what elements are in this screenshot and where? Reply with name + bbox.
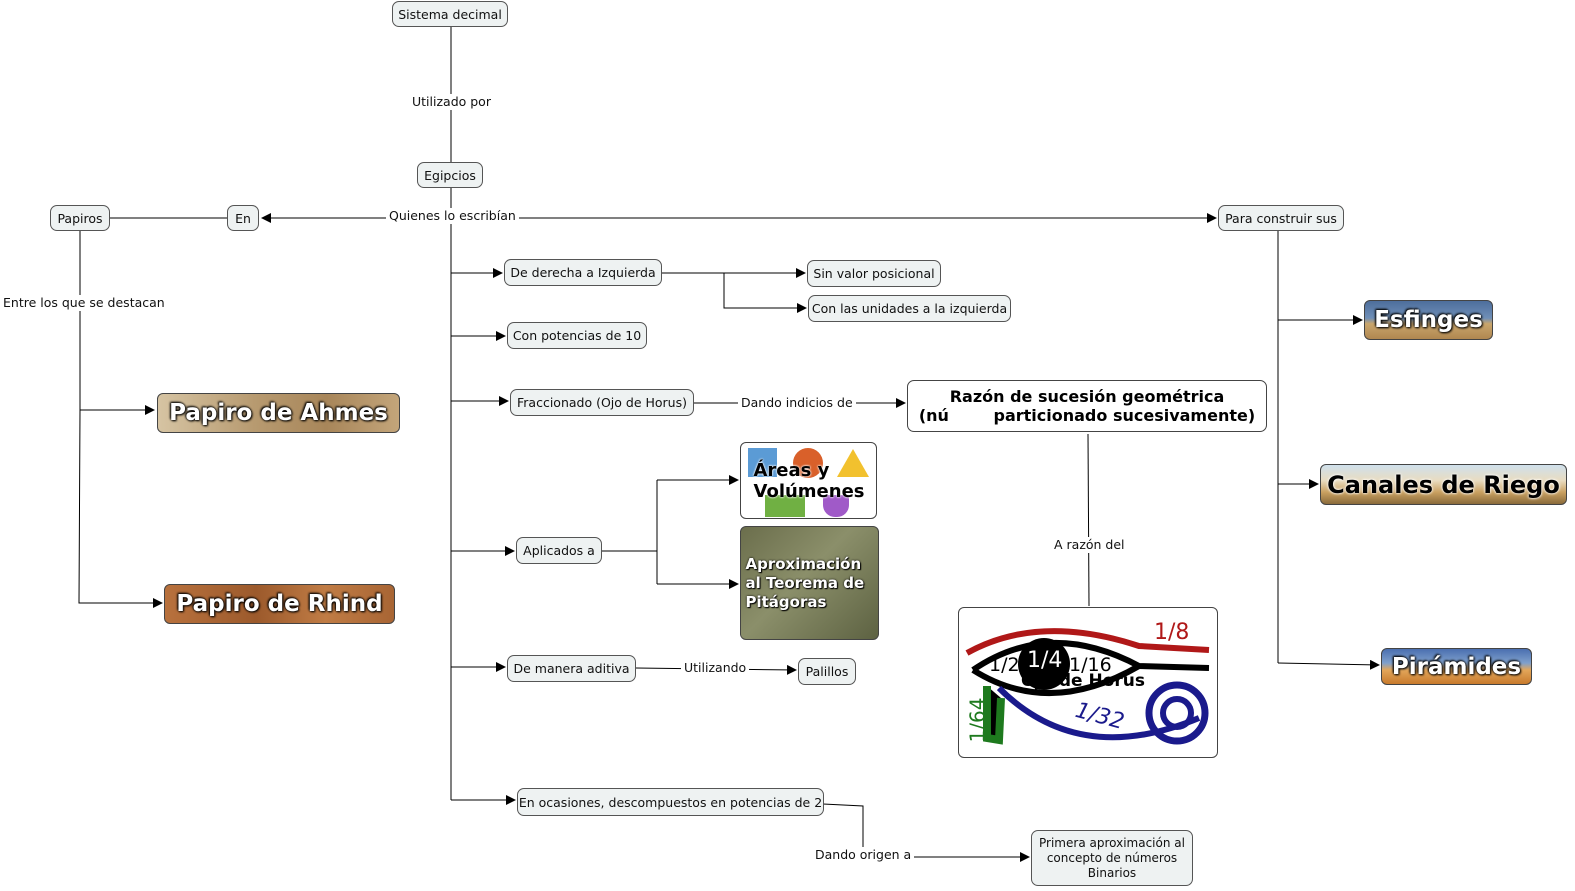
link-label-destacan: Entre los que se destacan (0, 295, 168, 311)
triangle-shape-icon (837, 449, 869, 477)
razon-line-1: Razón de sucesión geométrica (949, 387, 1225, 406)
node-para-construir[interactable]: Para construir sus (1218, 205, 1344, 231)
node-papiro-rhind[interactable]: Papiro de Rhind (164, 584, 395, 624)
node-aplicados[interactable]: Aplicados a (516, 537, 602, 564)
areas-label: Áreas y Volúmenes (753, 459, 865, 502)
node-piramides[interactable]: Pirámides (1381, 648, 1532, 685)
node-sistema-decimal[interactable]: Sistema decimal (392, 1, 508, 27)
link-label-dando-indicios: Dando indicios de (738, 395, 856, 411)
node-egipcios[interactable]: Egipcios (417, 162, 483, 188)
circle-shape-icon (793, 448, 823, 478)
node-papiro-ahmes[interactable]: Papiro de Ahmes (157, 393, 400, 433)
node-binarios[interactable]: Primera aproximación al concepto de núme… (1031, 830, 1193, 886)
node-canales-riego[interactable]: Canales de Riego (1320, 464, 1567, 505)
horus-label: Ojo de Horus (1021, 671, 1146, 691)
horus-fraction-1-2: 1/2 (989, 654, 1020, 676)
eye-of-horus-icon (965, 628, 1210, 745)
node-potencias-10[interactable]: Con potencias de 10 (507, 322, 647, 349)
link-label-quienes: Quienes lo escribían (386, 208, 519, 224)
node-ojo-horus[interactable]: 1/2 1/4 1/8 1/16 1/32 1/64 Ojo de Horus (958, 607, 1218, 758)
node-papiros[interactable]: Papiros (50, 205, 110, 231)
link-label-utilizado-por: Utilizado por (409, 94, 494, 110)
horus-fraction-1-4: 1/4 (1027, 648, 1063, 673)
node-fraccionado[interactable]: Fraccionado (Ojo de Horus) (510, 389, 694, 416)
pitagoras-label: Aproximación al Teorema de Pitágoras (745, 554, 865, 611)
node-en[interactable]: En (227, 205, 259, 231)
link-label-dando-origen: Dando origen a (812, 847, 915, 863)
node-aditiva[interactable]: De manera aditiva (507, 655, 636, 682)
node-esfinges[interactable]: Esfinges (1364, 300, 1493, 340)
pentagon-shape-icon (823, 495, 849, 517)
rectangle-shape-icon (765, 495, 805, 517)
horus-fraction-1-8: 1/8 (1154, 620, 1190, 645)
horus-fraction-1-64: 1/64 (965, 697, 990, 743)
node-pitagoras[interactable]: Aproximación al Teorema de Pitágoras (740, 526, 879, 640)
node-palillos[interactable]: Palillos (798, 658, 856, 685)
node-sin-valor[interactable]: Sin valor posicional (807, 260, 941, 287)
horus-fraction-1-16: 1/16 (1069, 654, 1112, 676)
node-razon-geometrica[interactable]: Razón de sucesión geométrica (nú partici… (907, 380, 1267, 432)
node-con-unidades[interactable]: Con las unidades a la izquierda (808, 295, 1011, 322)
link-label-a-razon: A razón del (1051, 537, 1128, 553)
node-areas-volumenes[interactable]: Áreas y Volúmenes (740, 442, 877, 519)
razon-line-2: (nú particionado sucesivamente) (918, 406, 1256, 425)
node-potencias-2[interactable]: En ocasiones, descompuestos en potencias… (517, 788, 824, 816)
square-shape-icon (748, 448, 777, 477)
link-label-utilizando: Utilizando (681, 660, 750, 676)
node-derecha-izquierda[interactable]: De derecha a Izquierda (504, 259, 662, 286)
